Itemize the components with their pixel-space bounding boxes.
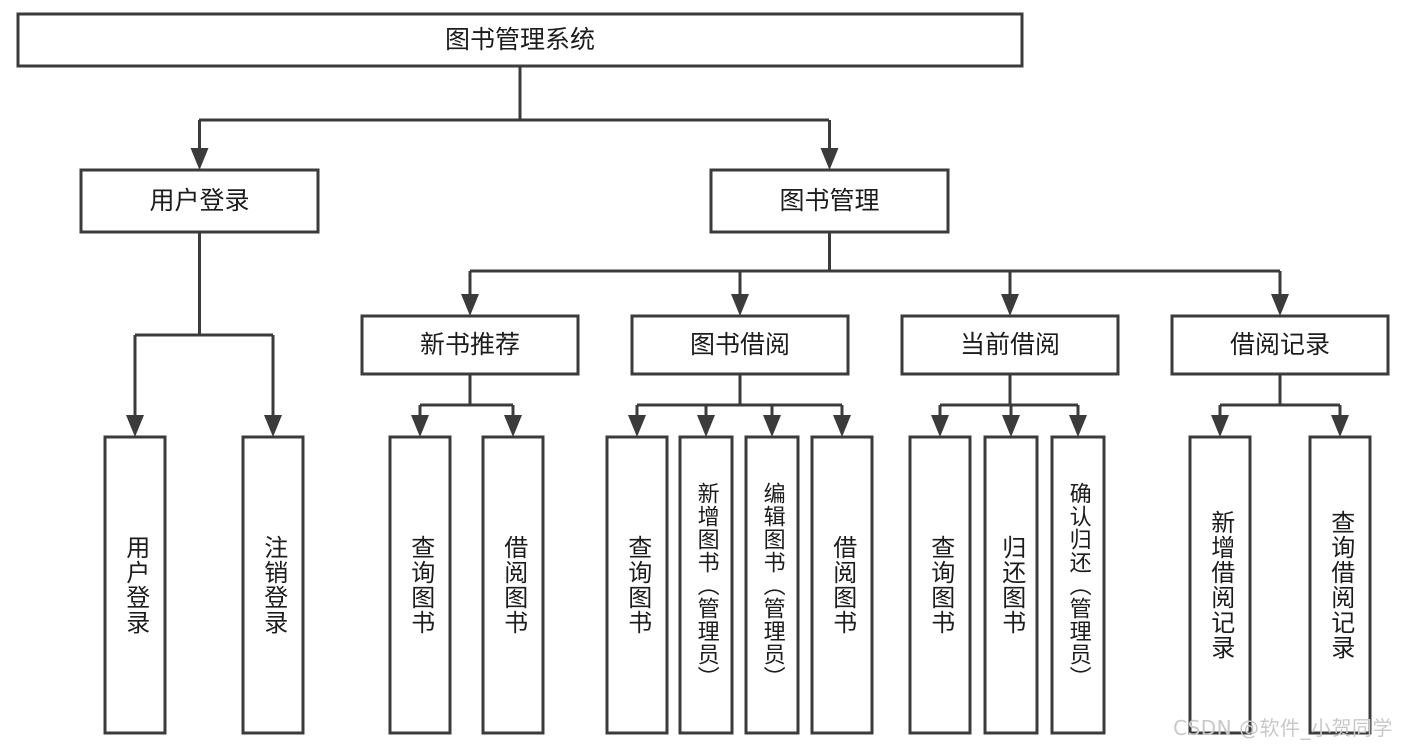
arrow-head-icon: [264, 415, 282, 437]
arrow-head-icon: [697, 415, 715, 437]
arrow-head-icon: [1069, 415, 1087, 437]
node-box-leaf-rec-add-record[interactable]: [1188, 435, 1252, 735]
arrow-head-icon: [190, 148, 209, 170]
node-box-book-borrow[interactable]: [630, 314, 850, 376]
node-box-leaf-bor-add-book[interactable]: [678, 435, 734, 735]
node-box-new-book-recommend[interactable]: [360, 314, 580, 376]
arrow-head-icon: [731, 294, 749, 316]
arrow-head-icon: [1001, 294, 1019, 316]
arrow-head-icon: [833, 415, 851, 437]
node-box-leaf-rec-query-record[interactable]: [1308, 435, 1372, 735]
node-box-current-borrow[interactable]: [900, 314, 1120, 376]
arrow-head-icon: [1002, 415, 1020, 437]
node-box-leaf-bor-edit-book[interactable]: [744, 435, 800, 735]
node-label-current-borrow: 当前借阅: [960, 330, 1060, 359]
node-label-borrow-record: 借阅记录: [1230, 330, 1330, 359]
arrow-head-icon: [461, 294, 479, 316]
node-box-borrow-record[interactable]: [1170, 314, 1390, 376]
node-label-user-login: 用户登录: [149, 186, 249, 215]
connectors-layer: [126, 66, 1349, 437]
node-box-leaf-cur-return-book[interactable]: [983, 435, 1039, 735]
arrow-head-icon: [411, 415, 429, 437]
node-box-leaf-user-login[interactable]: [103, 435, 167, 735]
node-label-root: 图书管理系统: [445, 25, 595, 54]
node-box-leaf-cur-query-book[interactable]: [908, 435, 972, 735]
node-box-leaf-rec-query-book[interactable]: [388, 435, 452, 735]
arrow-head-icon: [931, 415, 949, 437]
node-box-root[interactable]: [16, 12, 1024, 68]
node-box-leaf-cur-confirm[interactable]: [1050, 435, 1106, 735]
node-box-leaf-bor-borrow-book[interactable]: [810, 435, 874, 735]
node-label-book-borrow: 图书借阅: [690, 330, 790, 359]
arrow-head-icon: [1271, 294, 1289, 316]
arrow-head-icon: [820, 148, 839, 170]
node-label-book-manage: 图书管理: [779, 186, 879, 215]
node-box-book-manage[interactable]: [709, 168, 950, 234]
arrow-head-icon: [126, 415, 144, 437]
arrow-head-icon: [1211, 415, 1229, 437]
node-box-user-login[interactable]: [79, 168, 320, 234]
csdn-watermark: CSDN @软件_小贺同学: [1173, 716, 1393, 740]
arrow-head-icon: [628, 415, 646, 437]
arrow-head-icon: [1331, 415, 1349, 437]
node-box-leaf-rec-borrow-book[interactable]: [481, 435, 545, 735]
arrow-head-icon: [763, 415, 781, 437]
node-label-new-book-recommend: 新书推荐: [420, 330, 520, 359]
node-box-leaf-bor-query-book[interactable]: [605, 435, 669, 735]
node-box-leaf-user-logout[interactable]: [241, 435, 305, 735]
arrow-head-icon: [504, 415, 522, 437]
